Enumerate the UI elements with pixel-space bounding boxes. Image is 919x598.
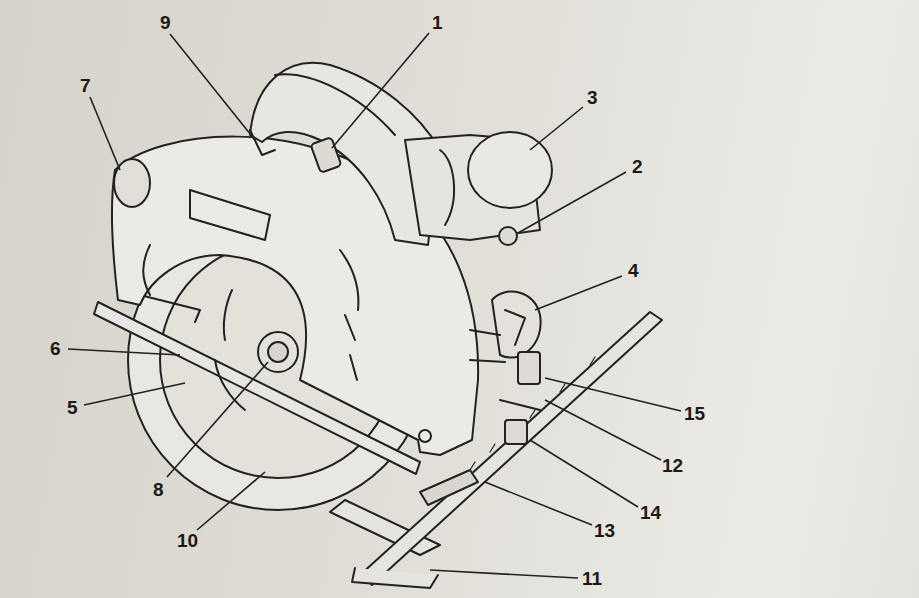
callout-number: 8: [151, 479, 166, 500]
callout-number: 9: [158, 12, 173, 33]
callout-number: 2: [630, 156, 645, 177]
callout-number: 15: [682, 403, 707, 424]
callout-number: 7: [78, 75, 93, 96]
callout-number: 14: [638, 502, 663, 523]
callout-number: 6: [48, 338, 63, 359]
callout-number: 10: [175, 530, 200, 551]
callout-number: 4: [626, 260, 641, 281]
callout-number: 12: [660, 455, 685, 476]
callout-number: 11: [580, 568, 604, 589]
callout-number: 3: [585, 87, 600, 108]
callout-number: 13: [592, 520, 617, 541]
callout-number: 5: [65, 397, 80, 418]
leader-lines: [68, 33, 681, 578]
callout-number: 1: [430, 12, 445, 33]
